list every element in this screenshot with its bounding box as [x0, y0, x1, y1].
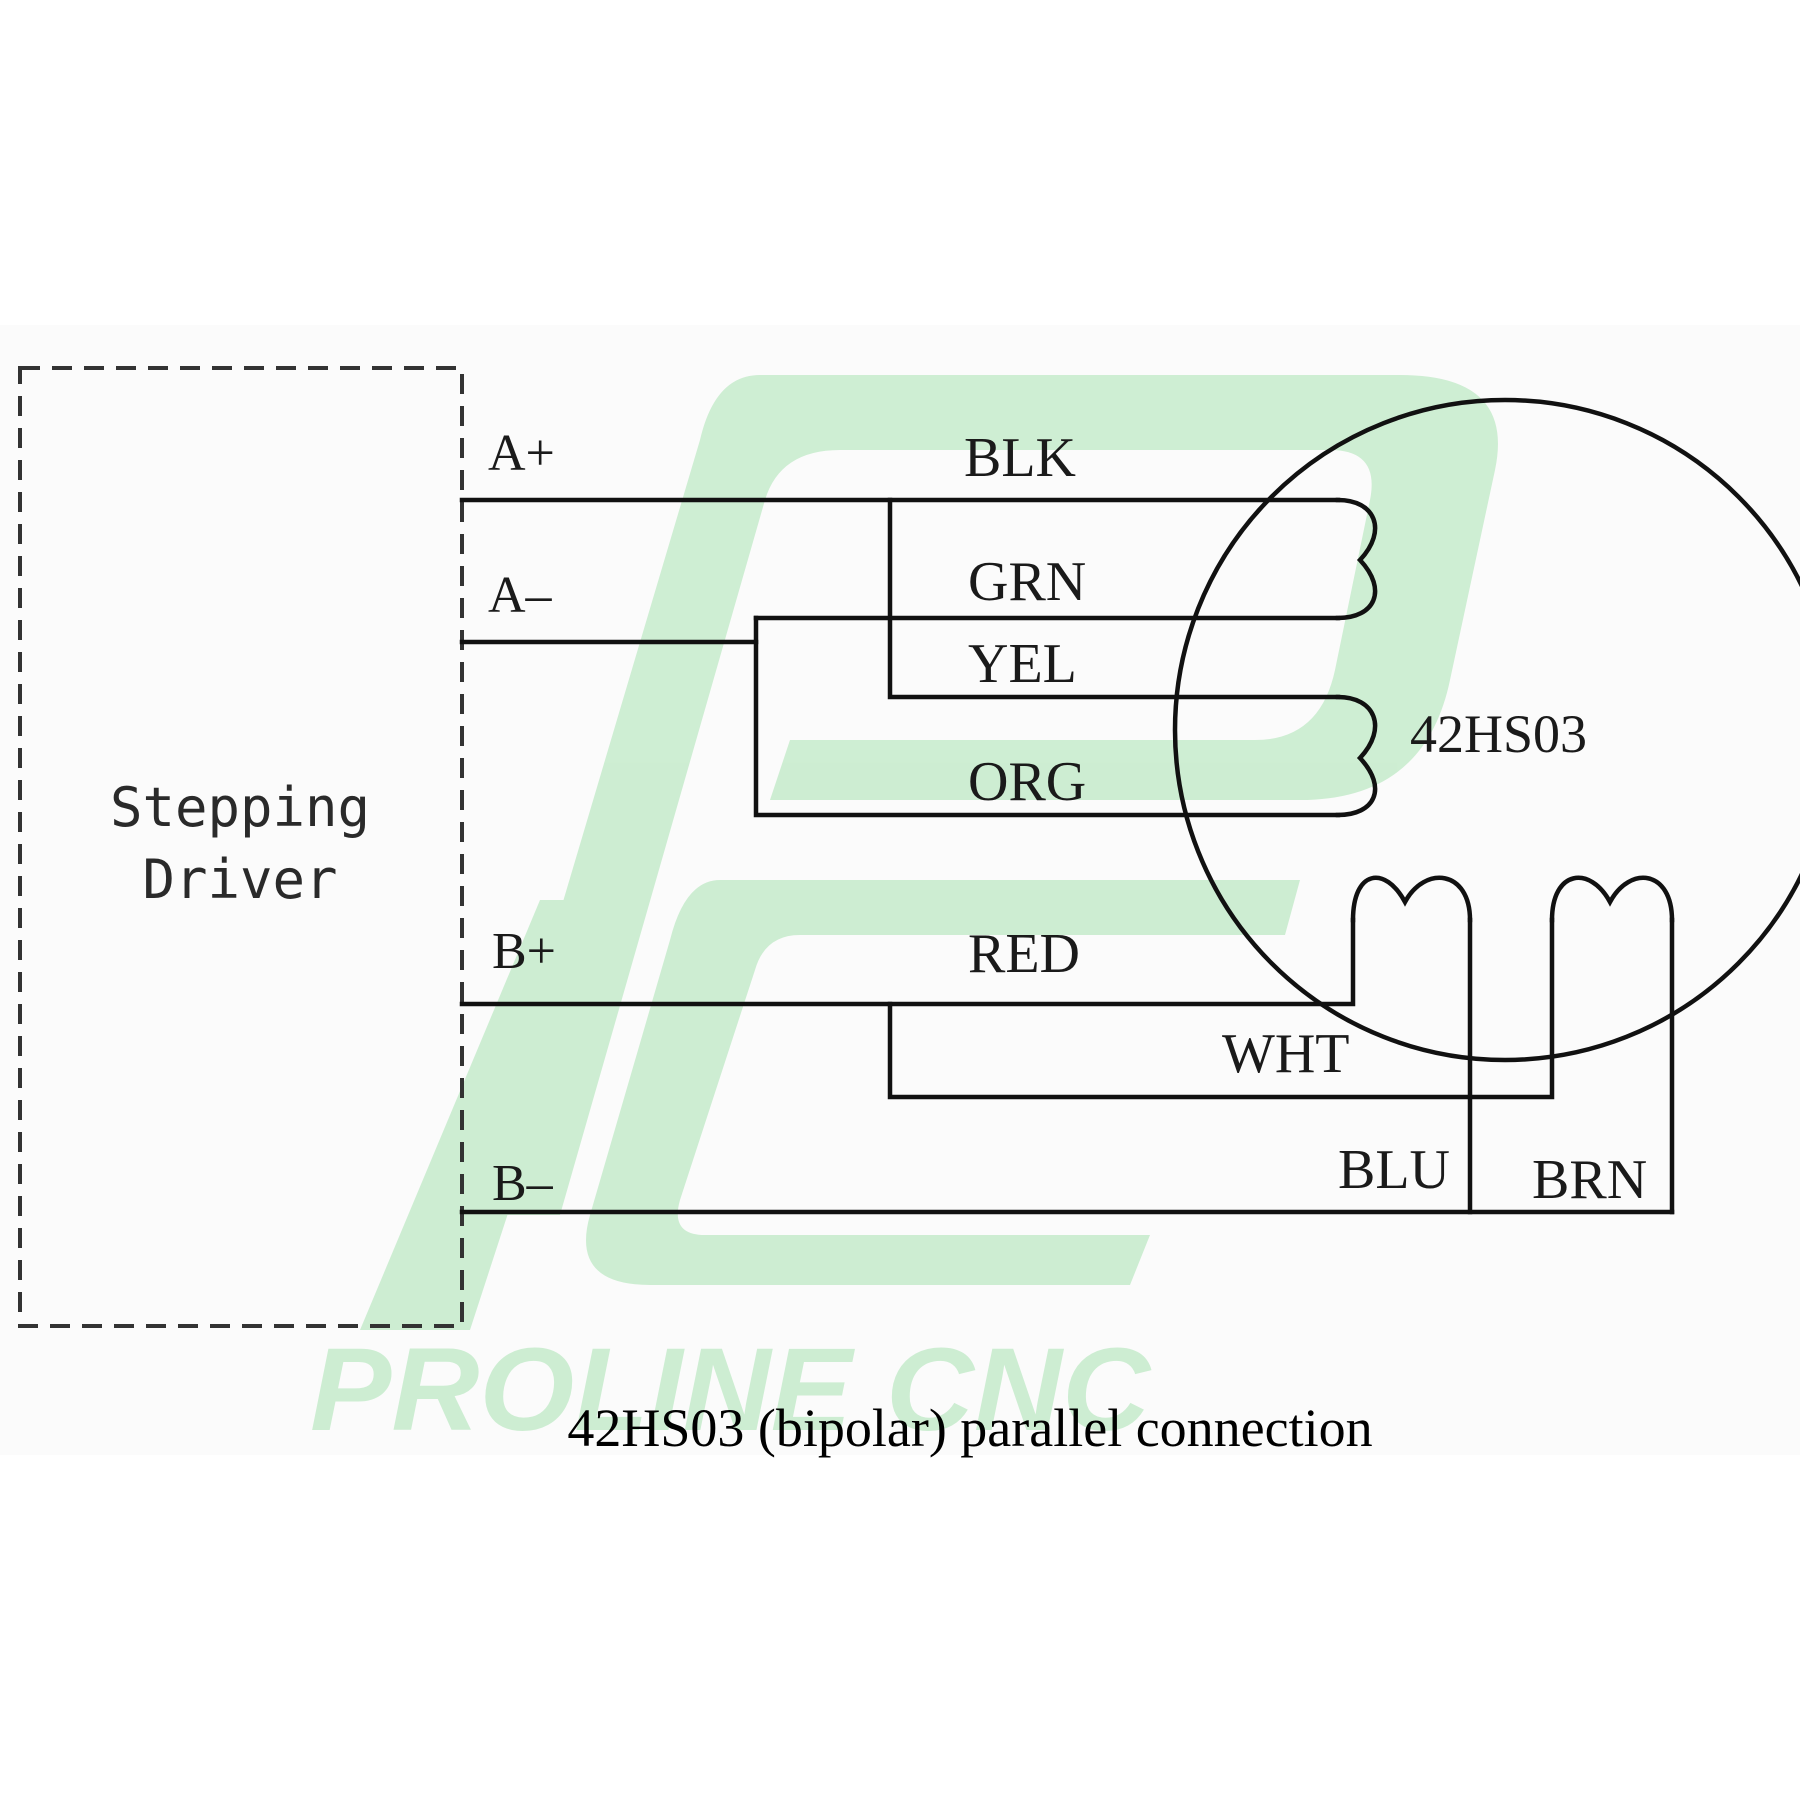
- label-yel: YEL: [968, 633, 1077, 695]
- coil-b1: [1350, 875, 1473, 923]
- motor-body: [1172, 397, 1800, 1063]
- label-blk: BLK: [964, 427, 1076, 489]
- watermark-logo: PROLINE CNC: [310, 375, 1498, 1456]
- label-org: ORG: [968, 751, 1086, 813]
- driver-label-line2: Driver: [142, 848, 337, 911]
- coil-a2: [1335, 694, 1378, 818]
- coil-b2: [1549, 875, 1675, 923]
- terminal-a-plus: A+: [488, 425, 555, 482]
- wire-red: [459, 917, 1356, 1007]
- diagram-background: [0, 325, 1800, 1455]
- label-brn: BRN: [1532, 1149, 1647, 1211]
- driver-label-line1: Stepping: [110, 776, 370, 839]
- phase-b-wiring: [459, 875, 1675, 1215]
- label-blu: BLU: [1338, 1139, 1450, 1201]
- label-grn: GRN: [968, 551, 1086, 613]
- wire-yel-jumper: [887, 497, 1341, 700]
- wire-wht: [887, 917, 1555, 1100]
- driver-box: [18, 366, 464, 1328]
- diagram-caption: 42HS03 (bipolar) parallel connection: [567, 1398, 1372, 1458]
- motor-model-label: 42HS03: [1410, 704, 1587, 764]
- phase-a-wiring: [459, 497, 1378, 818]
- coil-a1: [1335, 497, 1378, 621]
- label-red: RED: [968, 923, 1080, 985]
- terminal-b-plus: B+: [492, 923, 556, 980]
- terminal-a-minus: A–: [488, 567, 553, 624]
- wire-org-jumper: [753, 615, 1341, 818]
- terminal-b-minus: B–: [492, 1155, 554, 1212]
- watermark-text: PROLINE CNC: [310, 1324, 1152, 1456]
- label-wht: WHT: [1222, 1023, 1350, 1085]
